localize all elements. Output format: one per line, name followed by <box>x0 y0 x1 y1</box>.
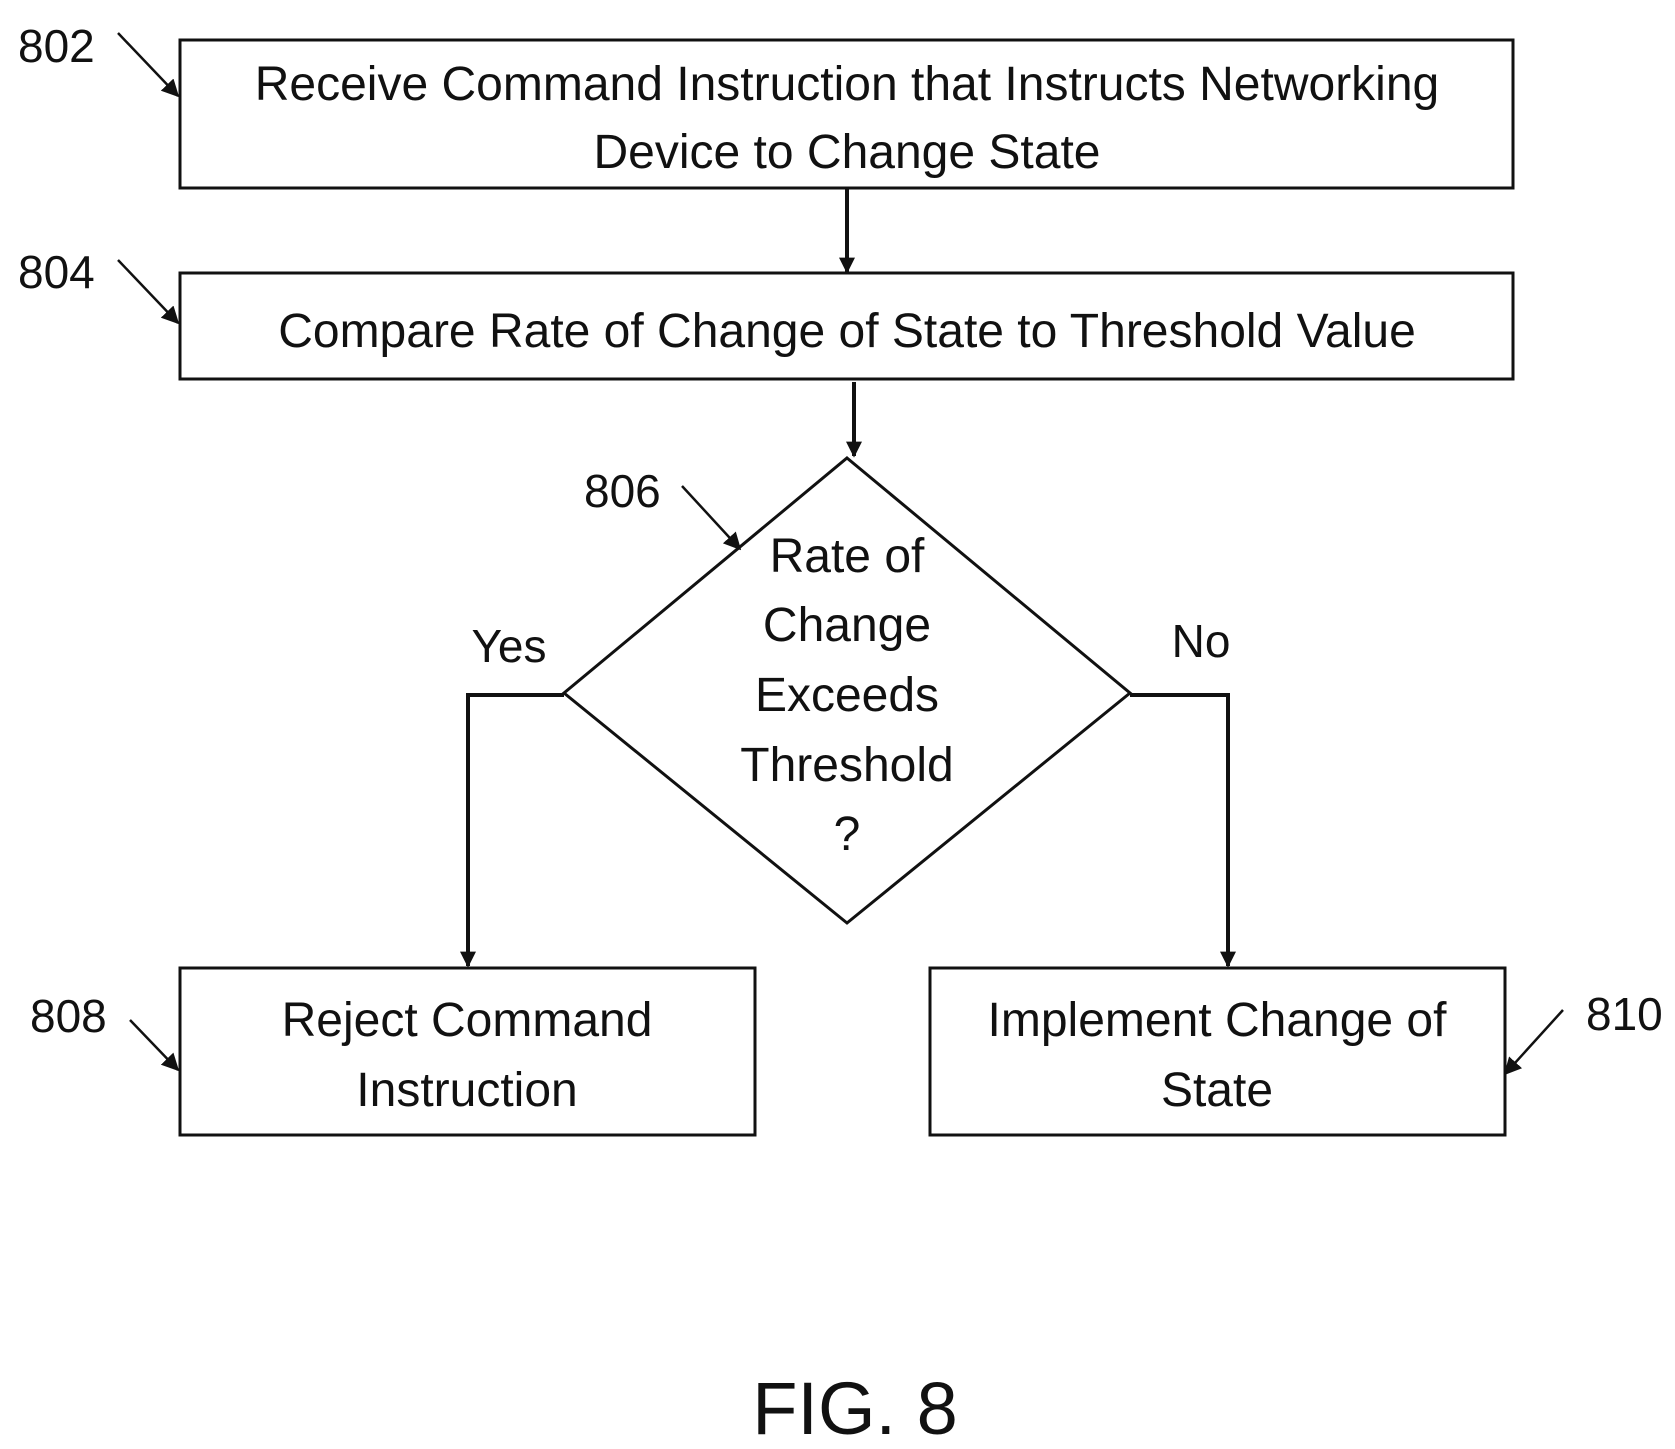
step-810-line-2: State <box>1161 1064 1273 1117</box>
ref-number-810: 810 <box>1586 988 1663 1040</box>
step-802: Receive Command Instruction that Instruc… <box>180 40 1513 188</box>
branch-yes: Yes <box>468 620 564 966</box>
step-802-line-2: Device to Change State <box>594 126 1101 179</box>
leader-arrow-810 <box>1505 1010 1563 1074</box>
decision-806-line-3: Exceeds <box>755 669 939 722</box>
ref-label-806: 806 <box>584 465 740 549</box>
leader-arrow-808 <box>130 1020 178 1070</box>
decision-806-line-4: Threshold <box>740 739 953 792</box>
ref-label-810: 810 <box>1505 988 1663 1074</box>
step-802-line-1: Receive Command Instruction that Instruc… <box>255 58 1439 111</box>
branch-no: No <box>1130 615 1230 966</box>
leader-arrow-806 <box>682 486 740 549</box>
ref-number-806: 806 <box>584 465 661 517</box>
ref-label-808: 808 <box>30 990 178 1070</box>
step-808: Reject Command Instruction <box>180 968 755 1135</box>
branch-yes-label: Yes <box>471 620 546 672</box>
step-804-line-1: Compare Rate of Change of State to Thres… <box>278 305 1416 358</box>
leader-arrow-804 <box>118 260 178 323</box>
arrow-806-to-808 <box>468 695 564 966</box>
branch-no-label: No <box>1172 615 1231 667</box>
figure-caption: FIG. 8 <box>752 1367 958 1449</box>
step-808-line-1: Reject Command <box>282 994 653 1047</box>
decision-806: Rate of Change Exceeds Threshold ? <box>564 458 1130 923</box>
decision-806-line-2: Change <box>763 599 931 652</box>
step-804: Compare Rate of Change of State to Thres… <box>180 273 1513 379</box>
arrow-806-to-810 <box>1130 695 1228 966</box>
decision-806-line-1: Rate of <box>770 530 925 583</box>
step-808-line-2: Instruction <box>356 1064 577 1117</box>
ref-number-804: 804 <box>18 246 95 298</box>
decision-806-line-5: ? <box>834 808 861 861</box>
step-810-line-1: Implement Change of <box>988 994 1448 1047</box>
step-810: Implement Change of State <box>930 968 1505 1135</box>
ref-label-802: 802 <box>18 20 178 96</box>
leader-arrow-802 <box>118 33 178 96</box>
ref-label-804: 804 <box>18 246 178 323</box>
ref-number-802: 802 <box>18 20 95 72</box>
ref-number-808: 808 <box>30 990 107 1042</box>
